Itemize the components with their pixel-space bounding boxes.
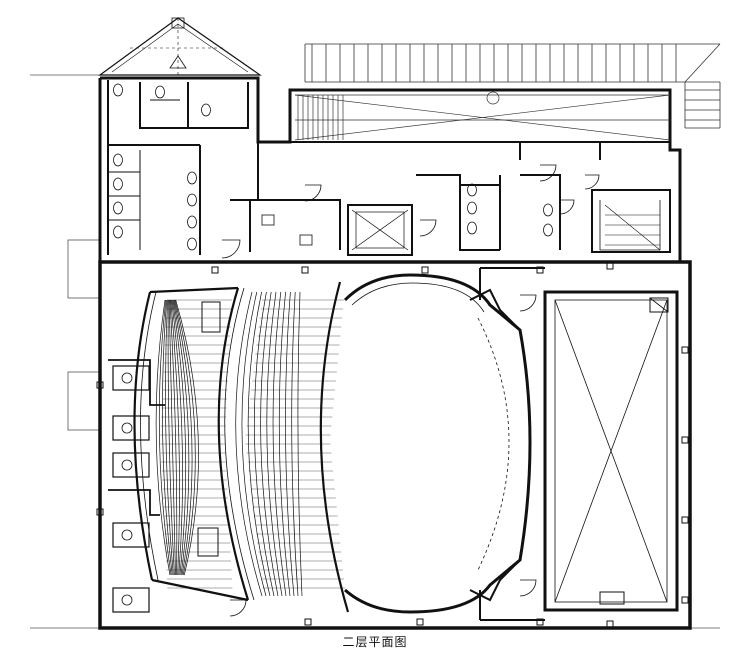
column-markers	[96, 262, 689, 628]
upper-stair	[294, 91, 671, 141]
exterior-walls	[98, 76, 692, 630]
door-swings	[221, 164, 600, 617]
fly-tower	[479, 267, 679, 621]
toilet-fixtures	[113, 83, 553, 251]
entrance-canopy	[98, 17, 262, 76]
auditorium-walls	[133, 281, 350, 613]
stage	[343, 273, 532, 614]
exterior-ramp	[304, 43, 721, 129]
drawing-caption: 二层平面图	[342, 635, 408, 649]
upper-wing-partitions	[107, 80, 671, 256]
auditorium-seating	[155, 291, 345, 597]
side-booths	[108, 359, 165, 613]
site-lines	[30, 74, 720, 629]
